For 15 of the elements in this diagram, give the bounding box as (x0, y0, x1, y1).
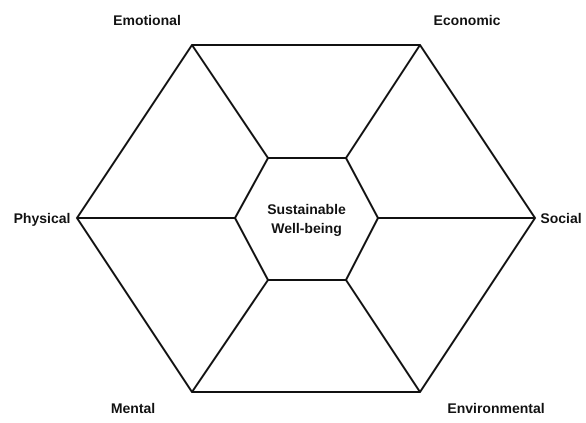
dimension-label: Physical (14, 210, 70, 226)
center-hexagon (235, 158, 378, 280)
outer-hexagon (77, 45, 535, 392)
dimension-label: Emotional (113, 12, 181, 28)
spoke-line (345, 279, 421, 393)
dimension-label: Social (540, 210, 582, 226)
dimension-label: Mental (110, 400, 156, 416)
dimension-label: Environmental (447, 400, 545, 416)
spoke-line (345, 44, 421, 159)
spoke-line (77, 217, 235, 219)
spoke-line (191, 44, 269, 159)
spoke-line (378, 217, 535, 219)
spoke-line (191, 279, 269, 393)
dimension-label: Economic (434, 12, 500, 28)
center-label: Sustainable Well-being (266, 200, 347, 238)
